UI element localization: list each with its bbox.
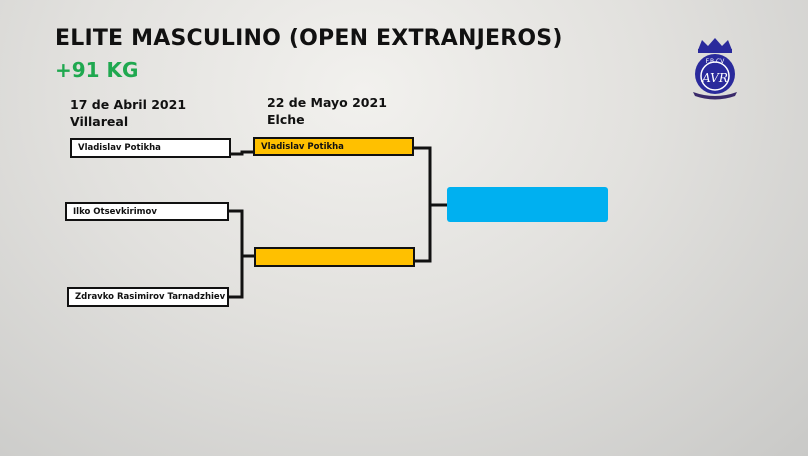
svg-text:AVR: AVR [701, 71, 728, 85]
competitor-slot: Zdravko Rasimirov Tarnadzhiev [67, 287, 229, 307]
round-1-header: 17 de Abril 2021 Villareal [70, 96, 186, 130]
competitor-slot: Vladislav Potikha [70, 138, 231, 158]
final-winner-slot [447, 187, 608, 222]
round-2-slot: Vladislav Potikha [253, 137, 414, 156]
svg-text:F.B.CV: F.B.CV [706, 58, 726, 65]
round-1-date: 17 de Abril 2021 [70, 97, 187, 112]
weight-class: +91 KG [55, 58, 139, 82]
round-2-date: 22 de Mayo 2021 [267, 95, 387, 110]
round-2-venue: Elche [267, 112, 305, 127]
round-2-slot [254, 247, 415, 267]
federation-logo: F.B.CV AVR [690, 36, 740, 102]
page-title: ELITE MASCULINO (OPEN EXTRANJEROS) [55, 26, 563, 51]
competitor-slot: Ilko Otsevkirimov [65, 202, 229, 221]
round-2-header: 22 de Mayo 2021 Elche [267, 94, 387, 128]
round-1-venue: Villareal [70, 114, 129, 129]
